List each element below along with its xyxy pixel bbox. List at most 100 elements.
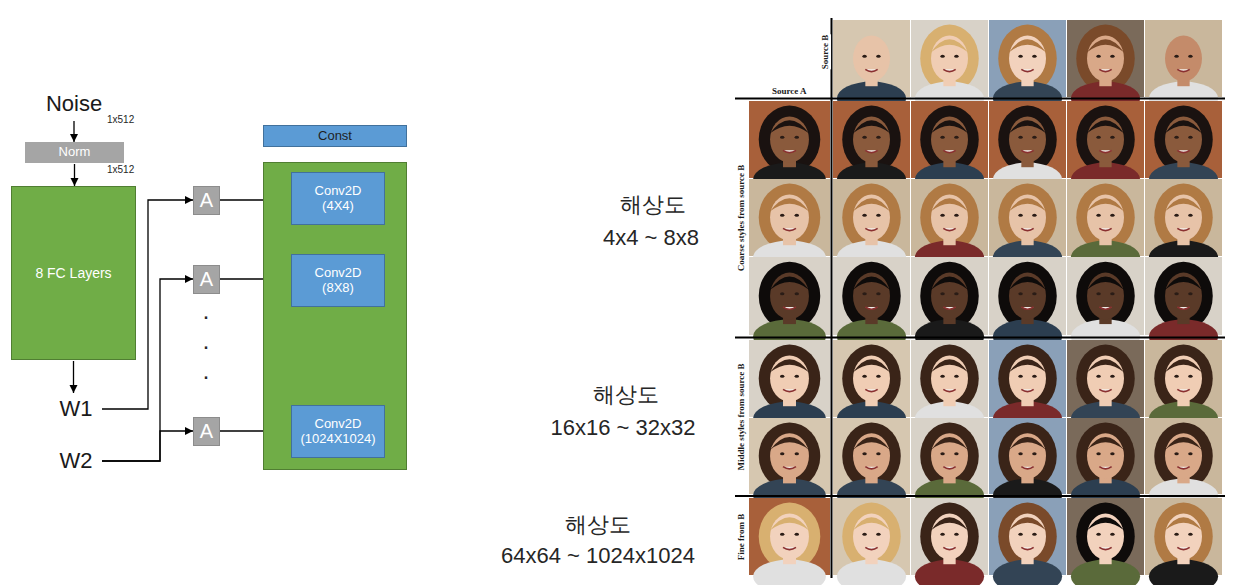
face-part xyxy=(770,120,809,133)
node-text: Conv2D (1024X1024) xyxy=(300,417,375,447)
ellipsis-dot: · xyxy=(202,303,210,329)
face-part xyxy=(865,228,877,230)
face-part xyxy=(862,214,866,217)
face-part xyxy=(770,359,809,372)
face-part xyxy=(1154,184,1213,252)
face-part xyxy=(1067,340,1144,417)
face-part xyxy=(1188,533,1192,536)
face-part xyxy=(783,389,796,391)
face-part xyxy=(1145,101,1222,178)
face-part xyxy=(1021,547,1033,549)
face-part xyxy=(1165,116,1202,162)
face-part xyxy=(911,498,988,575)
face-part xyxy=(876,55,880,58)
norm-box: Norm xyxy=(25,142,124,163)
face-part xyxy=(1067,20,1144,97)
face-part xyxy=(795,375,799,378)
face-part xyxy=(1067,179,1144,256)
face-part xyxy=(1096,452,1100,455)
face-part xyxy=(954,292,958,295)
face-part xyxy=(1145,498,1222,575)
face-part xyxy=(1032,214,1036,217)
face-part xyxy=(853,359,890,372)
face-part xyxy=(1009,355,1046,401)
face-part xyxy=(1165,359,1202,372)
face-part xyxy=(1009,35,1046,81)
node-text: W2 xyxy=(60,448,93,473)
face-part xyxy=(989,418,1066,494)
face-part xyxy=(954,375,958,378)
face-part xyxy=(833,340,910,417)
face-part xyxy=(943,389,955,391)
face-part xyxy=(1009,116,1046,162)
ellipsis-dot: · xyxy=(202,363,210,389)
face-photo xyxy=(1145,498,1222,585)
face-part xyxy=(1165,437,1202,450)
face-part xyxy=(770,273,809,320)
face-part xyxy=(770,433,809,479)
face-part xyxy=(865,389,877,391)
face-part xyxy=(1076,423,1135,490)
face-part xyxy=(989,498,1066,575)
face-part xyxy=(1018,55,1022,58)
face-part xyxy=(759,262,821,331)
face-part xyxy=(1009,513,1046,559)
face-part xyxy=(1009,39,1046,52)
face-part xyxy=(998,262,1057,331)
face-part xyxy=(920,423,979,490)
face-part xyxy=(795,214,799,217)
face-part xyxy=(853,355,890,401)
face-part xyxy=(833,179,910,256)
face-part xyxy=(862,533,866,536)
face-part xyxy=(1145,257,1222,335)
face-part xyxy=(795,452,799,455)
face-part xyxy=(940,375,944,378)
face-part xyxy=(876,292,880,295)
face-part xyxy=(1154,345,1213,413)
face-part xyxy=(853,433,890,479)
face-part xyxy=(998,423,1057,490)
face-photo xyxy=(833,498,910,585)
face-part xyxy=(853,194,890,240)
face-part xyxy=(931,433,968,479)
face-photo xyxy=(833,257,910,354)
face-part xyxy=(943,307,955,309)
face-part xyxy=(1154,262,1213,331)
face-part xyxy=(943,69,955,71)
face-part xyxy=(1087,437,1124,450)
face-part xyxy=(833,101,910,178)
face-part xyxy=(853,277,890,290)
face-part xyxy=(1076,345,1135,413)
face-part xyxy=(940,136,944,139)
face-part xyxy=(1009,198,1046,211)
face-part xyxy=(1110,533,1114,536)
face-part xyxy=(931,437,968,450)
face-part xyxy=(954,214,958,217)
resolution-label-range: 16x16 ~ 32x32 xyxy=(551,416,696,440)
row-group-label: Fine from B xyxy=(737,514,747,560)
face-part xyxy=(853,273,890,320)
face-part xyxy=(1110,292,1114,295)
face-part xyxy=(780,214,784,217)
face-part xyxy=(1021,389,1033,391)
face-part xyxy=(954,452,958,455)
face-part xyxy=(759,503,821,571)
face-part xyxy=(931,116,968,162)
face-part xyxy=(1177,150,1189,152)
face-part xyxy=(1067,101,1144,178)
face-part xyxy=(783,547,796,549)
face-part xyxy=(1076,184,1135,252)
face-part xyxy=(1174,533,1178,536)
face-part xyxy=(780,533,784,536)
face-part xyxy=(931,273,968,320)
node-text: Conv2D (4X4) xyxy=(315,184,362,214)
face-part xyxy=(780,375,784,378)
face-part xyxy=(876,452,880,455)
affine-box: A xyxy=(193,265,220,294)
face-part xyxy=(1009,277,1046,290)
face-part xyxy=(1087,513,1124,559)
mapping-network-box: 8 FC Layers xyxy=(11,186,136,360)
face-photo xyxy=(1067,498,1144,585)
face-part xyxy=(780,292,784,295)
dimension-label: 1x512 xyxy=(107,114,134,125)
